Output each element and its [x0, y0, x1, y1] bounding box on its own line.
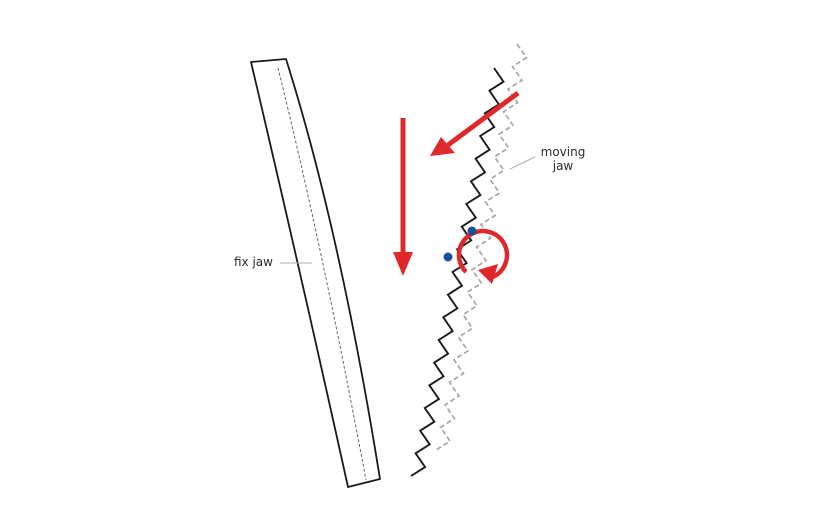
- diagonal-arrow: [430, 90, 520, 156]
- rotation-arrow: [456, 228, 510, 284]
- fix-jaw-centerline: [277, 67, 367, 481]
- downward-arrow: [393, 118, 413, 276]
- fix-jaw-label: fix jaw: [234, 255, 273, 269]
- moving-jaw-shadow-profile: [435, 43, 528, 451]
- contact-point-upper: [467, 226, 477, 236]
- fix-jaw-outline: [250, 58, 381, 488]
- contact-point-lower: [443, 252, 453, 262]
- moving-jaw-label-line1: moving: [540, 145, 586, 159]
- moving-jaw-label-line2: jaw: [552, 159, 574, 173]
- moving-jaw-label: moving jaw: [538, 145, 588, 173]
- moving-jaw-profile: [410, 67, 505, 477]
- fix-jaw-plate: [250, 58, 381, 488]
- moving-jaw-leader: [509, 156, 536, 170]
